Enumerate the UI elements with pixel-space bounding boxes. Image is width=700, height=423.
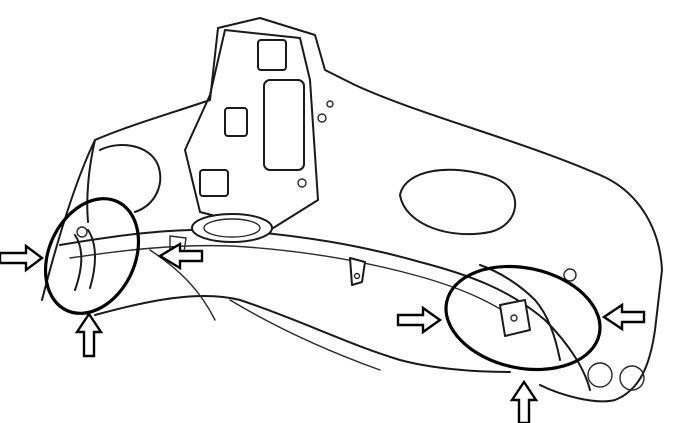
arrow-up-icon	[509, 379, 539, 423]
frame-oval-cutout	[399, 168, 516, 236]
arrow-left-icon	[157, 241, 204, 271]
right-end-boss	[587, 362, 613, 388]
head-tube-block	[184, 29, 334, 243]
steering-bearing-inner	[203, 218, 261, 238]
head-tube-top-boss	[257, 39, 287, 71]
frame-underside-inner	[149, 249, 381, 371]
frame-lower-rail-inner	[69, 244, 531, 331]
frame-body	[41, 17, 663, 403]
right-bracket-rib	[479, 264, 561, 361]
arrow-right-icon	[396, 305, 443, 335]
rail-hanging-tab	[349, 257, 366, 286]
right-bracket-stud	[563, 268, 577, 282]
callout-ellipse-left	[43, 197, 141, 315]
arrow-up-icon	[74, 311, 104, 358]
right-bracket-detail	[479, 264, 645, 391]
bolt-hole-2	[326, 100, 334, 108]
bolt-hole-1	[317, 113, 327, 123]
rail-tab-hole	[353, 272, 361, 280]
right-bracket-plate	[499, 299, 531, 337]
arrow-right-icon	[0, 243, 44, 273]
head-tube-mount-lower	[199, 169, 229, 197]
right-bracket-hole	[510, 314, 518, 322]
left-bracket-rib	[74, 229, 96, 291]
head-tube-mount-upper	[224, 107, 248, 137]
right-end-boss-2	[619, 365, 645, 391]
frame-left-end	[86, 139, 162, 223]
frame-lower-rail	[59, 228, 591, 391]
bolt-hole-3	[297, 178, 307, 188]
frame-underside-curve	[94, 295, 511, 373]
left-bracket-stud	[76, 226, 88, 238]
callout-ellipse-right	[444, 264, 602, 372]
head-tube-panel	[263, 79, 305, 171]
arrow-left-icon	[601, 302, 646, 332]
